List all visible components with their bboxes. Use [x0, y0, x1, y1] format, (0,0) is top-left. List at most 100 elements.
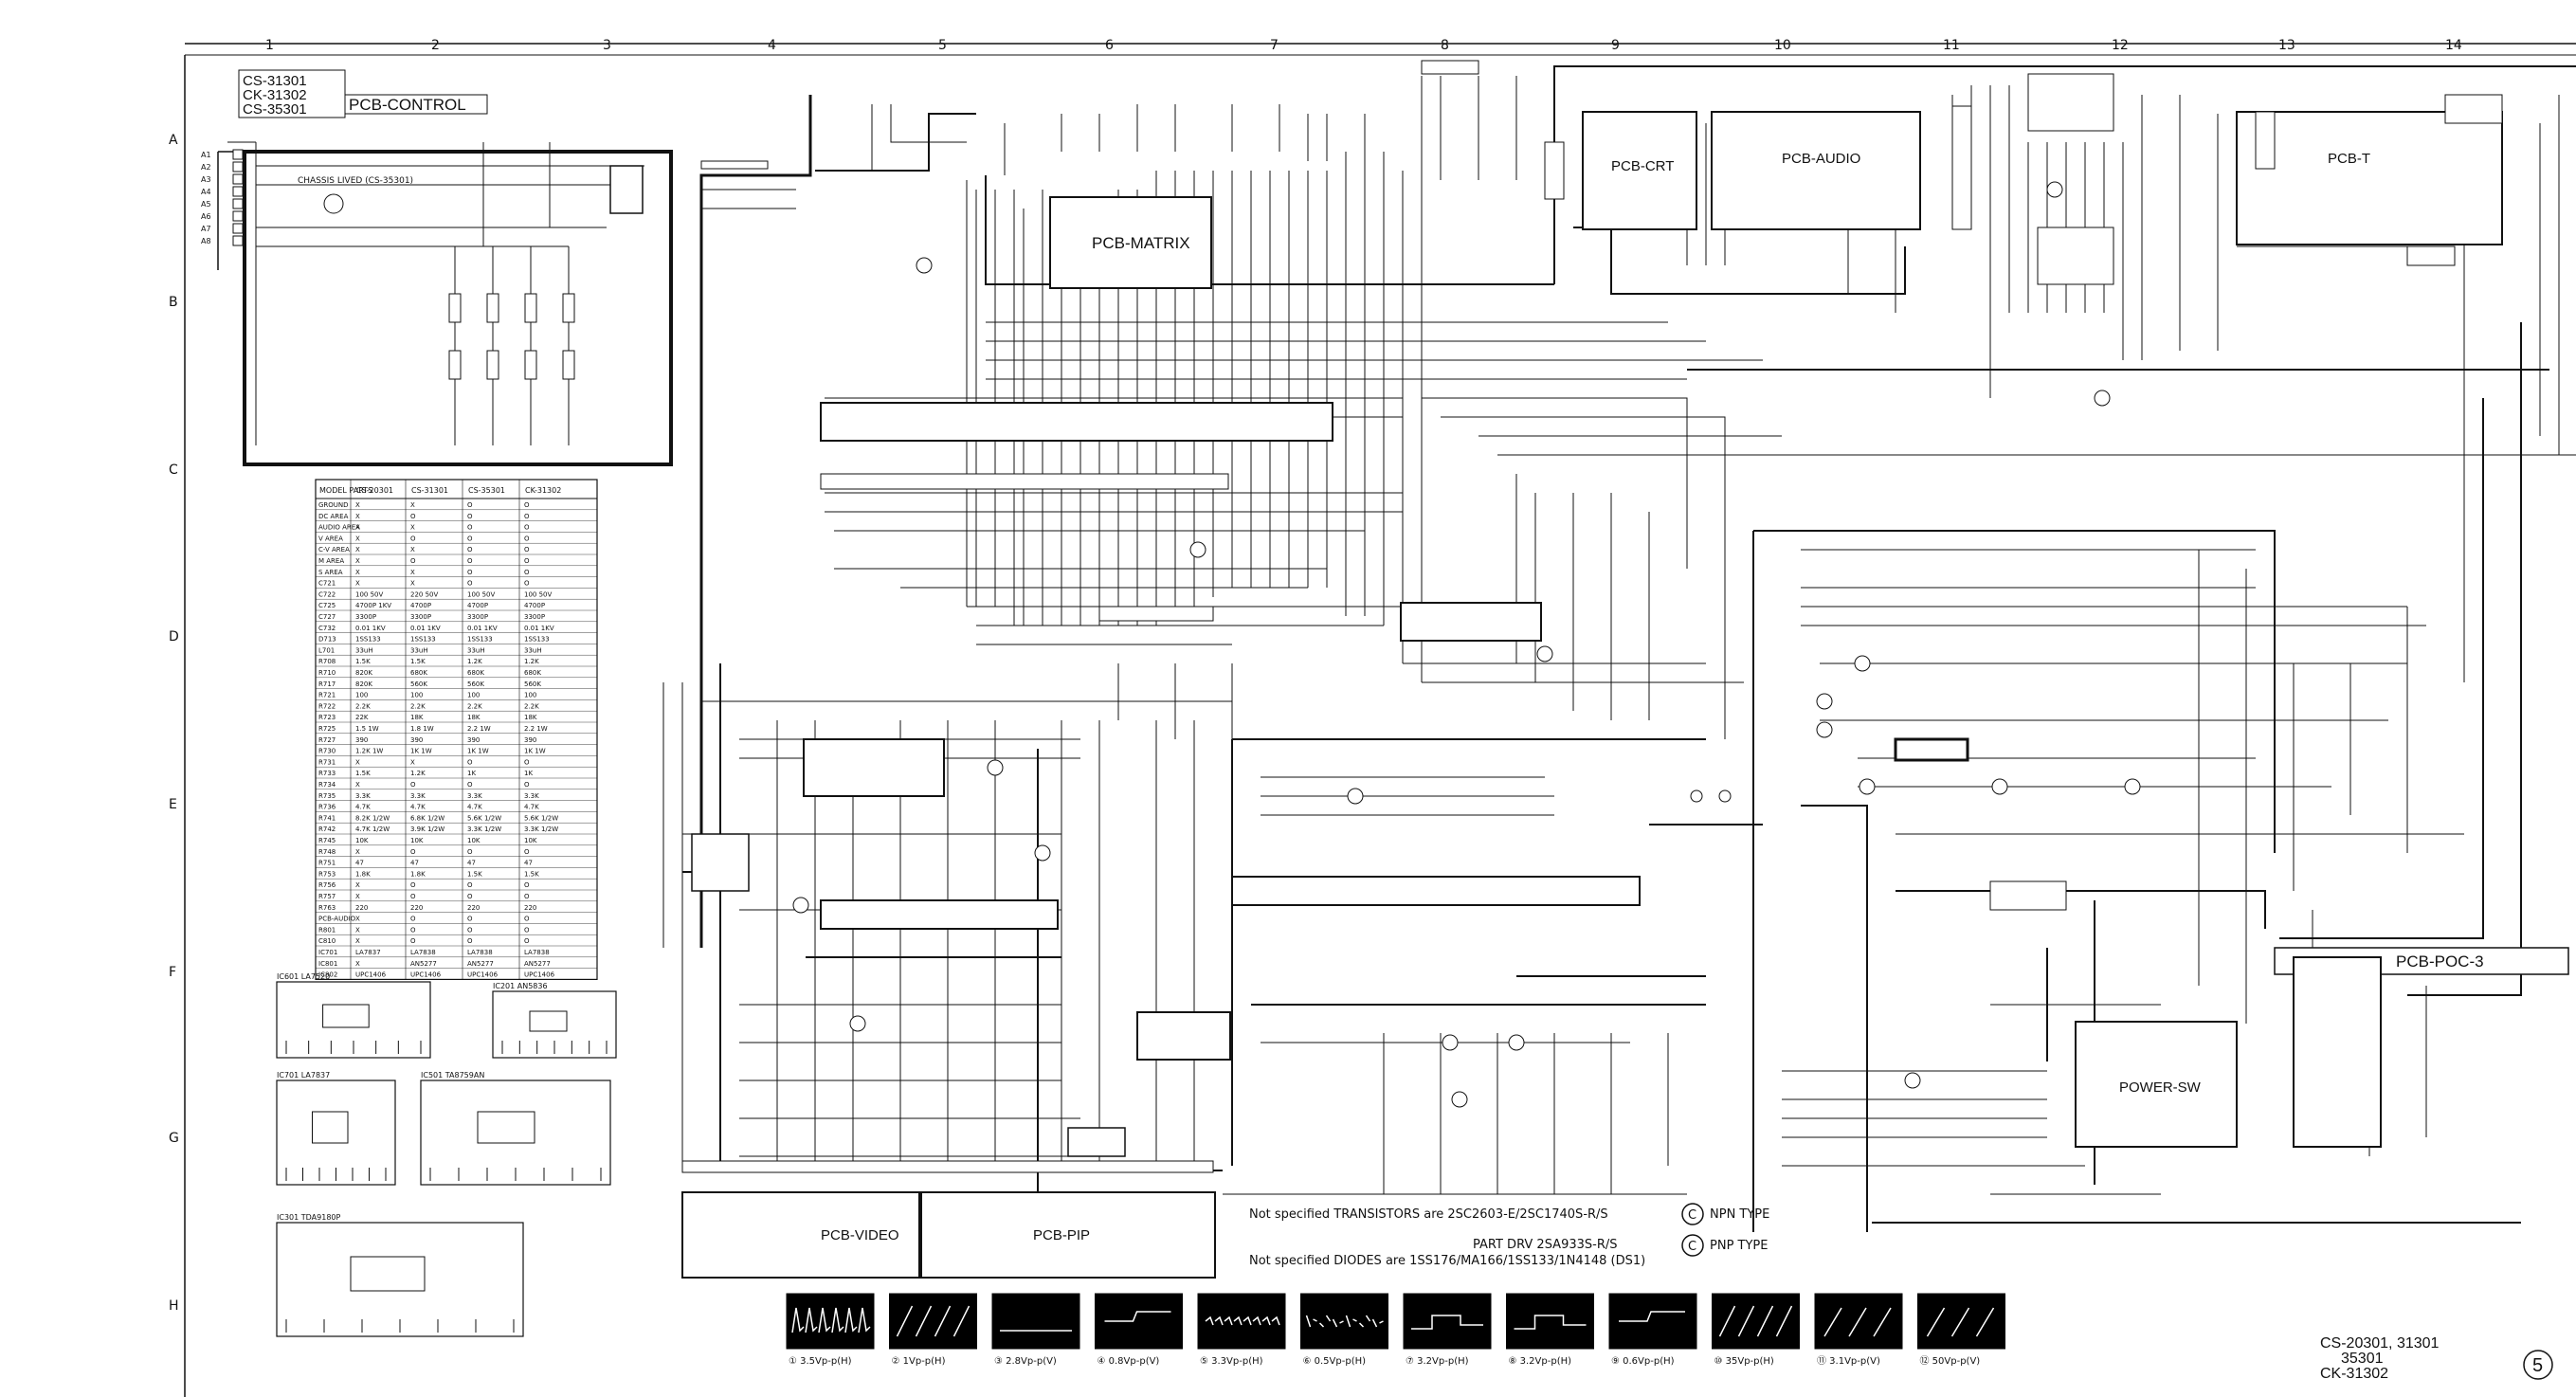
ic-thumbnail-title: IC301 TDA9180P — [277, 1213, 340, 1222]
parts-table-cell: C727 — [318, 613, 336, 621]
parts-table-cell: 1.5K — [355, 770, 371, 777]
parts-table-cell: LA7838 — [467, 949, 493, 956]
parts-table-cell: AN5277 — [524, 960, 551, 968]
parts-table-cell: AUDIO AREA — [318, 524, 360, 532]
parts-table-cell: D713 — [318, 636, 336, 644]
parts-table-cell: O — [467, 916, 473, 923]
parts-table-cell: O — [410, 916, 416, 923]
pcb-video-label: PCB-VIDEO — [821, 1227, 899, 1243]
grid-row-B: B — [169, 295, 178, 310]
pcb-control-box: CHASSIS LIVED (CS-35301) — [217, 141, 673, 466]
parts-table-cell: O — [410, 937, 416, 945]
parts-table-cell: 680K — [410, 669, 427, 677]
parts-table-cell: O — [467, 513, 473, 520]
connector-pin-label: A6 — [201, 212, 211, 221]
component-blocks: PCB-MATRIX PCB-CRT PCB-AUDIO PCB-T PCB-P… — [681, 60, 2569, 1279]
waveform-strip: ① 3.5Vp-p(H)② 1Vp-p(H)③ 2.8Vp-p(V)④ 0.8V… — [786, 1293, 2005, 1367]
parts-table-cell: R763 — [318, 904, 336, 912]
ic-thumbnail-title: IC501 TA8759AN — [421, 1071, 484, 1080]
parts-table-cell: X — [355, 937, 360, 945]
parts-table-cell: O — [467, 546, 473, 553]
parts-table-cell: 0.01 1KV — [355, 625, 386, 632]
parts-table-cell: O — [524, 569, 530, 576]
grid-row-H: H — [169, 1298, 179, 1314]
parts-table-cell: O — [524, 546, 530, 553]
grid-col-4: 4 — [768, 38, 776, 53]
waveform-label: ⑩ 35Vp-p(H) — [1714, 1356, 1774, 1367]
waveform-screen — [1300, 1293, 1388, 1350]
grid-col-3: 3 — [603, 38, 611, 53]
parts-table-cell: LA7837 — [355, 949, 381, 956]
ic-thumbnail-title: IC201 AN5836 — [493, 982, 548, 990]
parts-table-cell: 560K — [524, 680, 541, 688]
parts-table-cell: O — [467, 501, 473, 509]
parts-table-cell: DC AREA — [318, 513, 349, 520]
parts-table-cell: 1.5K — [467, 870, 482, 878]
model-label-2: CK-31302 — [243, 87, 307, 103]
parts-table-cell: C722 — [318, 590, 336, 598]
parts-table-cell: 1SS133 — [410, 636, 436, 644]
parts-table-cell: X — [355, 535, 360, 542]
grid-col-6: 6 — [1105, 38, 1114, 53]
parts-table-cell: X — [355, 501, 360, 509]
ic-body — [477, 1111, 535, 1144]
parts-table-cell: 3.3K — [467, 792, 482, 800]
parts-table-cell: 10K — [410, 837, 424, 844]
parts-table-cell: R723 — [318, 714, 336, 721]
parts-table-cell: 390 — [355, 736, 368, 744]
parts-table-cell: O — [524, 501, 530, 509]
connector-pin-label: A5 — [201, 200, 211, 209]
parts-table-cell: 4.7K — [524, 804, 539, 811]
parts-table-cell: 6.8K 1/2W — [410, 814, 444, 822]
note-transistor-type: NPN TYPE — [1710, 1207, 1769, 1222]
waveform-screen — [1403, 1293, 1492, 1350]
page-number: 5 — [2532, 1355, 2543, 1376]
parts-table-cell: O — [410, 557, 416, 565]
parts-table-cell: 1K 1W — [524, 748, 546, 755]
parts-table-cell: O — [524, 758, 530, 766]
parts-table-cell: X — [355, 893, 360, 900]
parts-table-cell: 47 — [355, 860, 364, 867]
parts-table-cell: 680K — [467, 669, 484, 677]
parts-table-cell: O — [524, 926, 530, 934]
parts-table-cell: X — [355, 546, 360, 553]
parts-table-cell: 220 50V — [410, 590, 438, 598]
parts-table-cell: C810 — [318, 937, 336, 945]
parts-table-cell: 1.5K — [524, 870, 539, 878]
parts-table-cell: O — [467, 881, 473, 889]
note-transistor: Not specified TRANSISTORS are 2SC2603-E/… — [1249, 1207, 1608, 1222]
grid-col-12: 12 — [2112, 38, 2129, 53]
parts-table-cell: GROUND — [318, 501, 349, 509]
parts-table-cell: O — [410, 848, 416, 856]
parts-table-cell: 3.3K — [410, 792, 426, 800]
model-list-top: CS-31301 CK-31302 CS-35301 PCB-CONTROL — [238, 69, 488, 118]
parts-table-cell: UPC1406 — [355, 971, 387, 979]
waveform-screen — [1712, 1293, 1800, 1350]
parts-table-cell: 1K 1W — [410, 748, 432, 755]
waveform-trace — [791, 1307, 871, 1334]
parts-table-cell: 1.5K — [355, 658, 371, 665]
waveform-trace — [1104, 1311, 1171, 1322]
waveform-trace — [1718, 1305, 1793, 1337]
parts-table-cell: O — [410, 881, 416, 889]
note-pnp-type: PNP TYPE — [1710, 1239, 1768, 1253]
parts-table-header: CS-35301 — [468, 486, 505, 495]
parts-table-cell: 220 — [524, 904, 536, 912]
parts-table-cell: X — [355, 881, 360, 889]
parts-table-cell: O — [524, 937, 530, 945]
parts-table-cell: O — [467, 937, 473, 945]
parts-table-cell: 4.7K — [355, 804, 371, 811]
pcb-crt-label: PCB-CRT — [1611, 158, 1674, 174]
parts-table-cell: R756 — [318, 881, 336, 889]
parts-table-cell: C725 — [318, 602, 336, 609]
parts-table-cell: 3.3K — [524, 792, 539, 800]
connector-pin — [232, 186, 244, 197]
parts-table-cell: IC701 — [318, 949, 337, 956]
parts-table-cell: 0.01 1KV — [467, 625, 498, 632]
note-pnp-parts: PART DRV 2SA933S-R/S — [1473, 1238, 1618, 1252]
parts-table-cell: 4.7K — [467, 804, 482, 811]
parts-table-cell: 3300P — [355, 613, 376, 621]
parts-table-cell: O — [467, 893, 473, 900]
